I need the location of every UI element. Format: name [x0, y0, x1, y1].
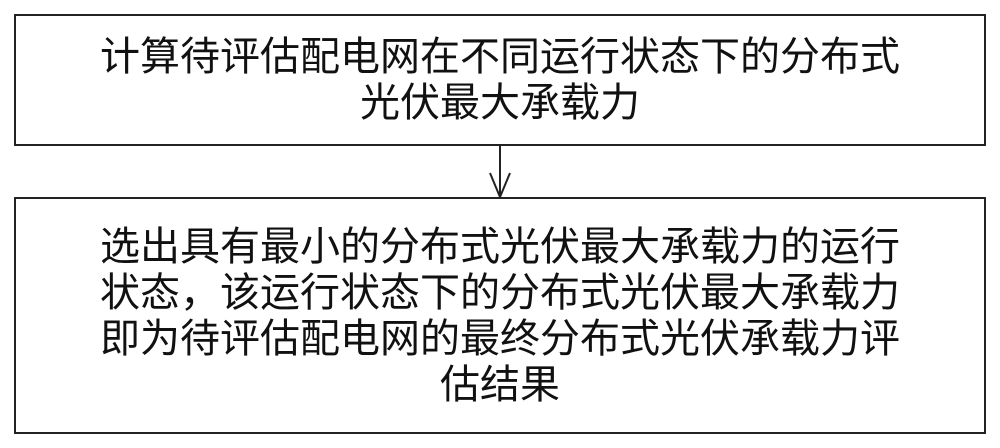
step-2-text-line-4: 估结果	[440, 361, 560, 408]
arrow-down-icon	[489, 145, 511, 198]
flowchart-step-1-box: 计算待评估配电网在不同运行状态下的分布式 光伏最大承载力	[14, 14, 986, 146]
step-2-text-line-3: 即为待评估配电网的最终分布式光伏承载力评	[100, 315, 900, 362]
step-1-text-line-1: 计算待评估配电网在不同运行状态下的分布式	[100, 34, 900, 80]
step-2-text-line-1: 选出具有最小的分布式光伏最大承载力的运行	[100, 223, 900, 270]
step-2-text-line-2: 状态，该运行状态下的分布式光伏最大承载力	[100, 269, 900, 316]
flowchart-step-2-box: 选出具有最小的分布式光伏最大承载力的运行 状态，该运行状态下的分布式光伏最大承载…	[14, 197, 986, 434]
step-1-text-line-2: 光伏最大承载力	[360, 80, 640, 126]
